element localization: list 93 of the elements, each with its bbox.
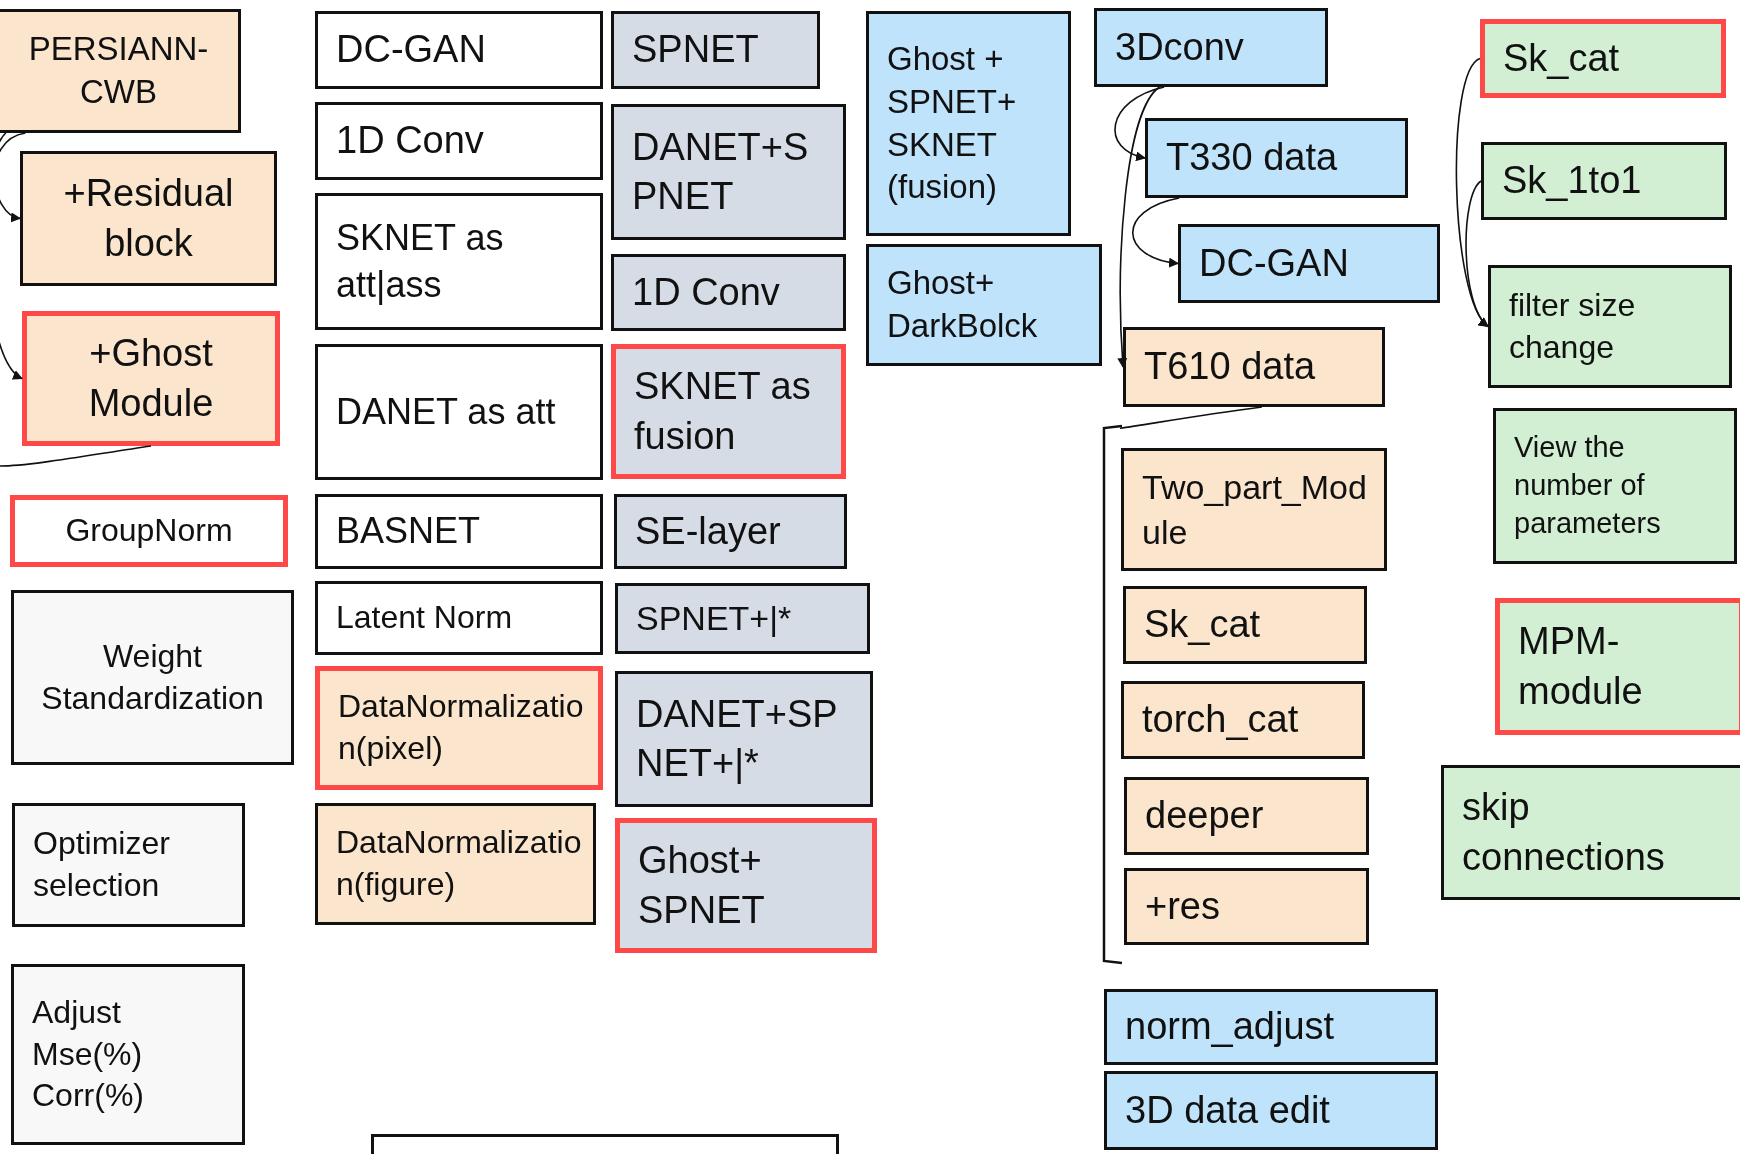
node-label: filter size change: [1509, 285, 1637, 367]
arrow: [1117, 86, 1161, 368]
node-label: PERSIANN-CWB: [27, 29, 210, 112]
process-box: [315, 581, 603, 655]
process-box: [611, 344, 846, 479]
process-box: [615, 818, 877, 953]
node-label: SPNET: [632, 27, 759, 73]
process-box: [866, 11, 1071, 236]
process-box: [1104, 989, 1438, 1065]
process-box: [315, 494, 603, 569]
node-label: SKNET as fusion: [634, 364, 812, 459]
node-label: DataNormalization(pixel): [338, 687, 585, 768]
process-box: [1493, 408, 1737, 564]
process-box: [1124, 777, 1369, 855]
node-label: GroupNorm: [65, 511, 233, 551]
node-label: Ghost+ SPNET: [638, 838, 766, 933]
process-box: [1481, 142, 1727, 220]
node-label: 3D data edit: [1125, 1087, 1330, 1133]
process-box: [1488, 265, 1732, 388]
process-box: [1104, 1071, 1438, 1150]
process-box: [1178, 224, 1440, 303]
node-label: Weight Standardization: [40, 636, 265, 718]
process-box: [315, 803, 596, 925]
node-label: DataNormalization(figure): [336, 823, 583, 904]
node-label: Latent Norm: [336, 598, 513, 638]
connector-line: [1119, 406, 1263, 430]
arrow: [0, 132, 27, 221]
node-label: DANET as att: [336, 389, 556, 434]
process-box: [11, 964, 245, 1145]
process-box: [611, 104, 846, 240]
node-label: T330 data: [1166, 135, 1338, 181]
node-label: Ghost + SPNET+ SKNET (fusion): [887, 38, 1018, 208]
node-label: skip connections: [1462, 785, 1666, 880]
node-label: norm_adjust: [1125, 1004, 1335, 1050]
node-label: deeper: [1145, 793, 1264, 839]
process-box: [866, 244, 1102, 366]
process-box: [315, 102, 603, 180]
process-box: [1121, 681, 1365, 759]
process-box: [1124, 868, 1369, 945]
node-label: Optimizer selection: [33, 824, 171, 905]
connector-line: [0, 445, 152, 467]
process-box: [315, 344, 603, 480]
node-label: DANET+SPNET+|*: [636, 691, 839, 786]
node-label: DC-GAN: [336, 27, 486, 73]
process-box: [22, 311, 280, 446]
node-label: View the number of parameters: [1514, 430, 1662, 541]
process-box: [1145, 118, 1408, 198]
process-box: [614, 494, 847, 569]
node-label: SPNET+|*: [636, 598, 792, 640]
process-box: [1123, 586, 1367, 664]
process-box: [1094, 8, 1328, 87]
arrow: [1465, 180, 1489, 328]
process-box: [611, 254, 846, 331]
process-box: [20, 151, 277, 286]
node-label: torch_cat: [1142, 697, 1299, 743]
node-label: MPM-module: [1518, 619, 1644, 714]
process-box: [12, 803, 245, 927]
node-label: +Residual block: [62, 171, 235, 266]
process-box: [11, 590, 294, 765]
node-label: 1D Conv: [632, 269, 780, 315]
node-label: SKNET as att|ass: [336, 215, 505, 307]
process-box: [10, 495, 288, 567]
process-box: [615, 583, 870, 654]
node-label: DC-GAN: [1199, 240, 1349, 286]
node-label: 3Dconv: [1115, 24, 1244, 70]
process-box: [615, 671, 873, 807]
node-label: DANET+SPNET: [632, 124, 810, 219]
process-box: [0, 9, 241, 133]
node-label: +Ghost Module: [87, 331, 215, 426]
node-label: Two_part_Module: [1142, 467, 1368, 553]
node-label: BASNET: [336, 509, 481, 554]
process-box: [315, 666, 603, 790]
node-label: Ghost+ DarkBolck: [887, 263, 1039, 346]
process-box: [315, 193, 603, 330]
arrow: [1455, 57, 1489, 328]
process-box: [1123, 327, 1385, 407]
node-label: Sk_1to1: [1502, 158, 1642, 204]
process-box: [1480, 19, 1726, 98]
node-label: +res: [1145, 883, 1220, 929]
arrow: [1114, 86, 1165, 161]
arrow: [1131, 197, 1180, 267]
node-label: Sk_cat: [1503, 35, 1620, 81]
arrow: [0, 132, 23, 380]
node-label: SE-layer: [635, 508, 781, 554]
node-label: Sk_cat: [1144, 602, 1261, 648]
process-box: [611, 11, 820, 89]
process-box: [1121, 448, 1387, 571]
node-label: 1D Conv: [336, 118, 484, 164]
process-box: [1495, 598, 1740, 735]
process-box: [315, 11, 603, 89]
node-label: T610 data: [1144, 344, 1316, 390]
node-label: Adjust Mse(%) Corr(%): [32, 993, 145, 1116]
process-box: [1441, 765, 1740, 900]
